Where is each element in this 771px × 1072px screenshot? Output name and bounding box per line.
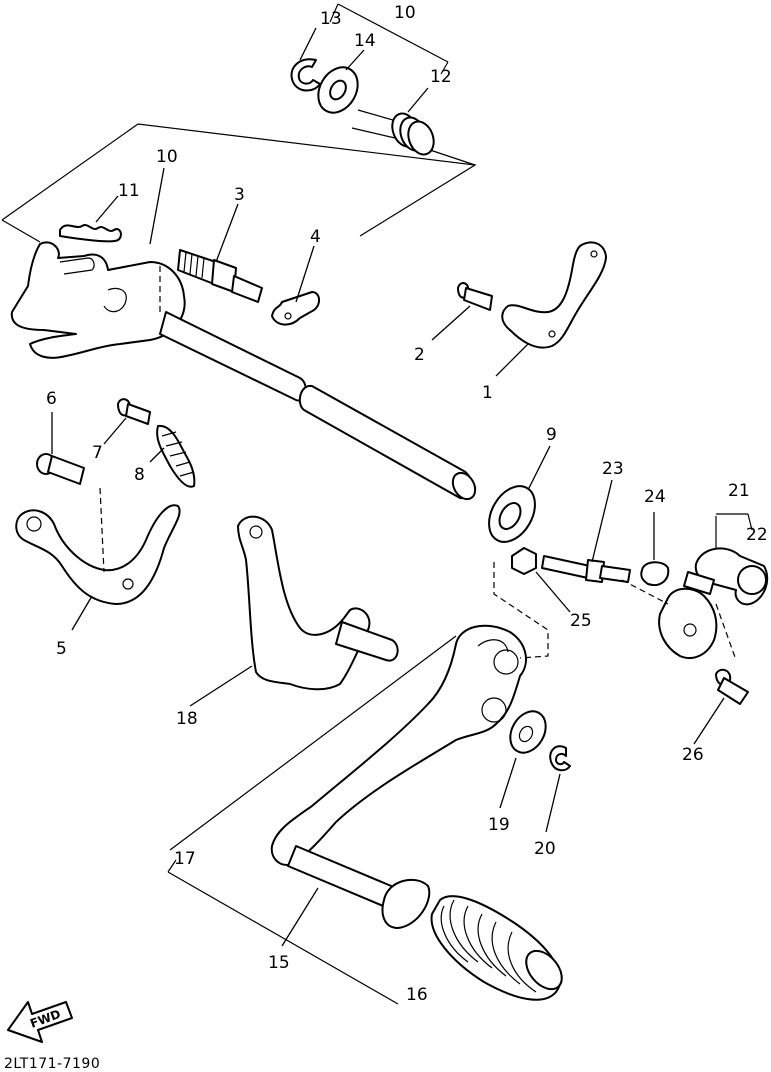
callout-12: 12 — [430, 67, 452, 87]
callout-22: 22 — [746, 525, 768, 545]
part-11-spring — [59, 224, 122, 243]
callout-24: 24 — [644, 487, 666, 507]
part-12-torsion-spring — [351, 109, 435, 156]
part-23-shift-rod — [541, 555, 631, 583]
part-6-bolt — [36, 453, 85, 485]
callout-9: 9 — [546, 425, 557, 445]
part-4-stopper — [271, 291, 320, 326]
part-10-shift-arm-plate — [10, 241, 186, 359]
part-16-foot-rubber — [430, 895, 563, 1001]
part-19-washer — [509, 710, 547, 754]
diagram-code: 2LT171-7190 — [4, 1056, 100, 1072]
part-21-22-rod-ends — [658, 547, 769, 659]
part-26-bolt — [715, 668, 749, 705]
part-20-circlip — [549, 745, 571, 772]
callout-14: 14 — [354, 31, 376, 51]
part-2-bolt — [457, 282, 493, 311]
group-bracket-10-top — [329, 3, 449, 75]
assembly-box-shift-shaft — [1, 123, 477, 237]
callout-10: 10 — [156, 147, 178, 167]
part-1-stopper-lever — [501, 241, 607, 349]
part-17-shift-pedal — [270, 624, 527, 866]
callout-4: 4 — [310, 227, 321, 247]
callout-16: 16 — [406, 985, 428, 1005]
callout-18: 18 — [176, 709, 198, 729]
shift-shaft — [159, 311, 477, 501]
callout-19: 19 — [488, 815, 510, 835]
callout-23: 23 — [602, 459, 624, 479]
callout-5: 5 — [56, 639, 67, 659]
part-24-nut — [640, 561, 670, 586]
callout-7: 7 — [92, 443, 103, 463]
callout-13: 13 — [320, 9, 342, 29]
callout-21: 21 — [728, 481, 750, 501]
callout-15: 15 — [268, 953, 290, 973]
part-3-stud-bolt — [177, 249, 263, 303]
part-18-shift-arm — [237, 515, 371, 691]
part-15-footpeg-shaft — [287, 845, 431, 929]
part-25-nut — [511, 547, 537, 575]
alignment-lines — [99, 266, 737, 661]
callout-20: 20 — [534, 839, 556, 859]
part-8-spring — [156, 424, 196, 488]
callout-10-top: 10 — [394, 3, 416, 23]
callout-6: 6 — [46, 389, 57, 409]
callout-8: 8 — [134, 465, 145, 485]
group-bracket-15-17 — [167, 635, 457, 1005]
callout-17: 17 — [174, 849, 196, 869]
part-7-bolt — [117, 398, 151, 425]
part-13-circlip — [290, 58, 321, 92]
part-9-oil-seal — [488, 485, 536, 543]
leader-lines — [51, 27, 725, 947]
callout-11: 11 — [118, 181, 140, 201]
callout-1: 1 — [482, 383, 493, 403]
callout-26: 26 — [682, 745, 704, 765]
callout-3: 3 — [234, 185, 245, 205]
callout-2: 2 — [414, 345, 425, 365]
part-5-shift-lever — [15, 504, 181, 605]
fwd-arrow-icon: FWD — [7, 1001, 73, 1043]
callout-25: 25 — [570, 611, 592, 631]
